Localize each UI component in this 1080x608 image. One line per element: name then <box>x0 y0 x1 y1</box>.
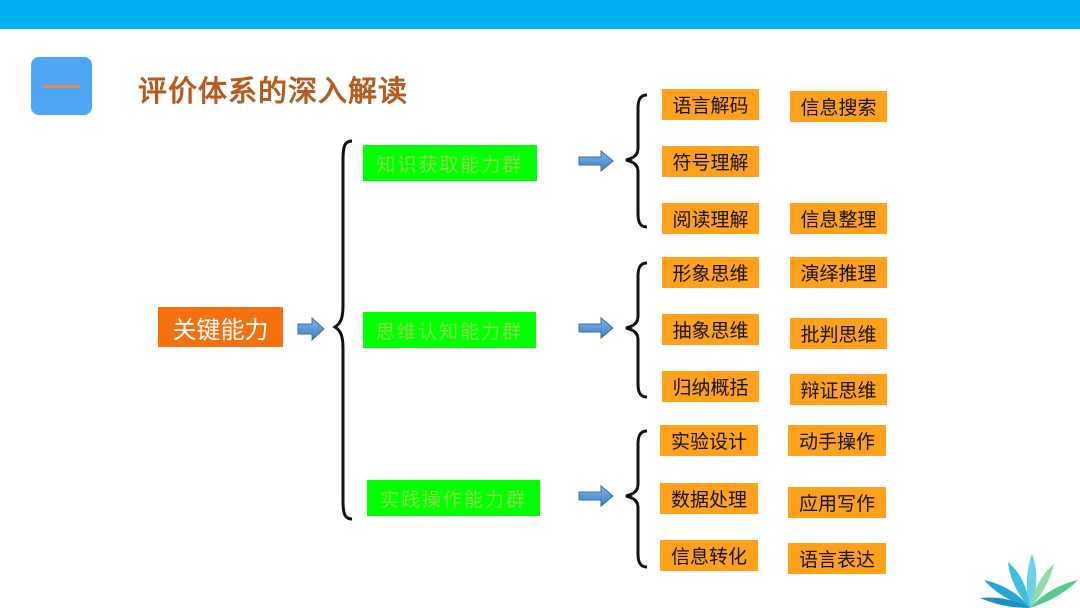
group-node-thinking: 思维认知能力群 <box>363 312 536 348</box>
leaf-node: 实验设计 <box>660 425 758 456</box>
leaf-node: 语言表达 <box>788 543 886 574</box>
group-node-practice: 实践操作能力群 <box>367 480 540 516</box>
group-node-knowledge: 知识获取能力群 <box>363 145 537 181</box>
group-brace <box>625 93 648 229</box>
lotus-logo-icon <box>980 554 1078 608</box>
section-marker-dash <box>43 85 80 88</box>
main-brace <box>332 139 353 521</box>
leaf-node: 信息整理 <box>790 203 887 234</box>
group-arrow-icon <box>578 484 614 508</box>
group-arrow-icon <box>578 316 614 340</box>
leaf-node: 批判思维 <box>790 318 887 349</box>
leaf-node: 阅读理解 <box>662 203 759 234</box>
leaf-node: 符号理解 <box>662 146 759 177</box>
top-bar <box>0 0 1080 29</box>
leaf-node: 信息搜索 <box>790 91 887 122</box>
group-brace <box>625 429 648 569</box>
group-brace <box>625 261 648 399</box>
section-number-badge <box>31 57 92 115</box>
leaf-node: 动手操作 <box>788 425 886 456</box>
leaf-node: 信息转化 <box>660 540 758 571</box>
leaf-node: 演绎推理 <box>790 257 887 288</box>
leaf-node: 形象思维 <box>662 257 759 288</box>
leaf-node: 归纳概括 <box>662 371 759 402</box>
group-arrow-icon <box>578 149 614 173</box>
leaf-node: 应用写作 <box>788 487 886 518</box>
leaf-node: 辩证思维 <box>790 374 887 405</box>
root-node: 关键能力 <box>158 307 283 347</box>
leaf-node: 抽象思维 <box>662 314 759 345</box>
leaf-node: 语言解码 <box>662 89 759 120</box>
root-arrow-icon <box>297 316 325 342</box>
leaf-node: 数据处理 <box>660 483 758 514</box>
page-title: 评价体系的深入解读 <box>138 74 409 108</box>
